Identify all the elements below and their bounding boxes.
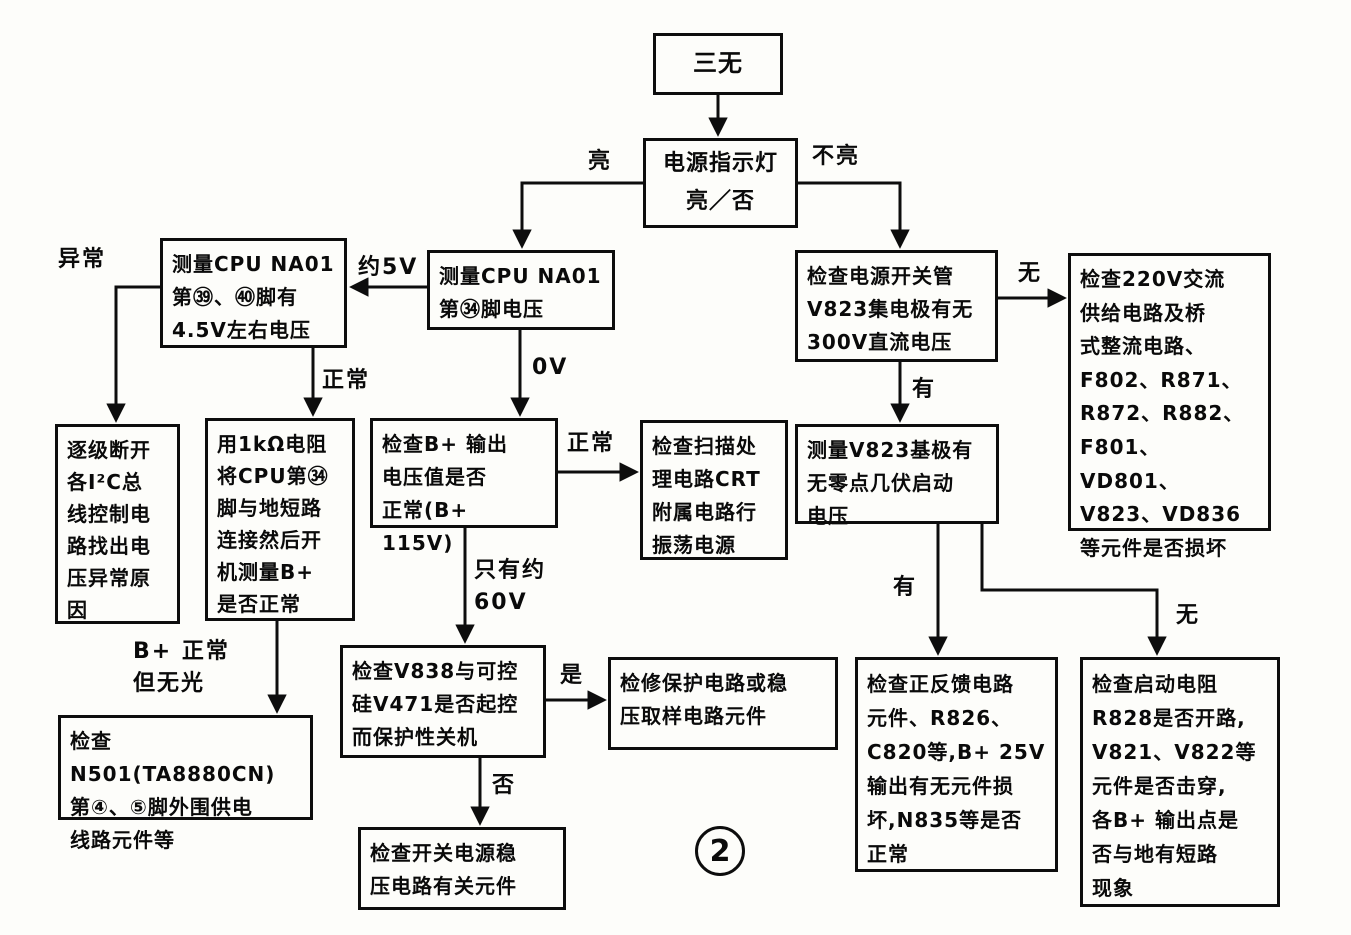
edge-label-present-1: 有 [912, 377, 937, 402]
edge-label-not-lit: 不亮 [812, 144, 861, 169]
node-check-v838-v471: 检查V838与可控 硅V471是否起控 而保护性关机 [340, 645, 546, 758]
connector-indicator-cpu34 [512, 181, 643, 249]
edge-label-about-5v: 约5V [358, 255, 419, 280]
edge-label-bplus-ok-no-light: B+ 正常 但无光 [133, 639, 230, 696]
edge-label-present-2: 有 [893, 575, 918, 600]
node-measure-v823-base: 测量V823基极有 无零点几伏启动 电压 [795, 424, 999, 528]
connector-indicator-checkswitch [798, 181, 910, 249]
edge-label-no: 否 [492, 773, 517, 798]
node-check-scan-crt: 检查扫描处 理电路CRT 附属电路行 振荡电源 [640, 420, 788, 560]
node-check-power-switch-v823: 检查电源开关管 V823集电极有无 300V直流电压 [795, 250, 998, 362]
edge-label-normal-1: 正常 [322, 368, 371, 393]
node-power-indicator: 电源指示灯 亮／否 [643, 138, 798, 228]
node-check-220v-supply: 检查220V交流 供给电路及桥 式整流电路、 F802、R871、 R872、R… [1068, 253, 1271, 560]
node-check-start-resistor: 检查启动电阻 R828是否开路, V821、V822等 元件是否击穿, 各B+ … [1080, 657, 1280, 907]
connector-cpu3940-i2c [106, 285, 160, 423]
edge-label-none-2: 无 [1176, 603, 1201, 628]
node-disconnect-i2c-bus: 逐级断开 各I²C总 线控制电 路找出电 压异常原 因 [55, 424, 180, 624]
connector-v823base-startres [980, 524, 1167, 656]
node-check-n501: 检查N501(TA8880CN) 第④、⑤脚外围供电 线路元件等 [58, 715, 313, 852]
edge-label-only-60v: 只有约 60V [474, 558, 547, 615]
node-check-bplus-output: 检查B+ 输出 电压值是否 正常(B+ 115V) [370, 418, 558, 555]
edge-label-none-1: 无 [1018, 261, 1043, 286]
edge-label-lit: 亮 [588, 149, 613, 174]
edge-label-normal-2: 正常 [567, 431, 616, 456]
node-1kohm-short-test: 用1kΩ电阻 将CPU第㉞ 脚与地短路 连接然后开 机测量B+ 是否正常 [205, 418, 355, 621]
edge-label-yes: 是 [560, 663, 585, 688]
node-repair-protection-circuit: 检修保护电路或稳 压取样电路元件 [608, 657, 838, 750]
edge-label-abnormal: 异常 [58, 247, 107, 272]
edge-label-0v: 0V [532, 355, 569, 380]
node-measure-cpu-pin39-40: 测量CPU NA01 第㊴、㊵脚有 4.5V左右电压 [160, 238, 347, 348]
page-number-badge: 2 [695, 826, 745, 876]
node-check-switching-psu: 检查开关电源稳 压电路有关元件 [358, 827, 566, 910]
node-check-positive-feedback: 检查正反馈电路 元件、R826、 C820等,B+ 25V 输出有无元件损 坏,… [855, 657, 1058, 872]
node-three-none: 三无 [653, 33, 783, 95]
node-measure-cpu-pin34: 测量CPU NA01 第㉞脚电压 [427, 250, 615, 330]
